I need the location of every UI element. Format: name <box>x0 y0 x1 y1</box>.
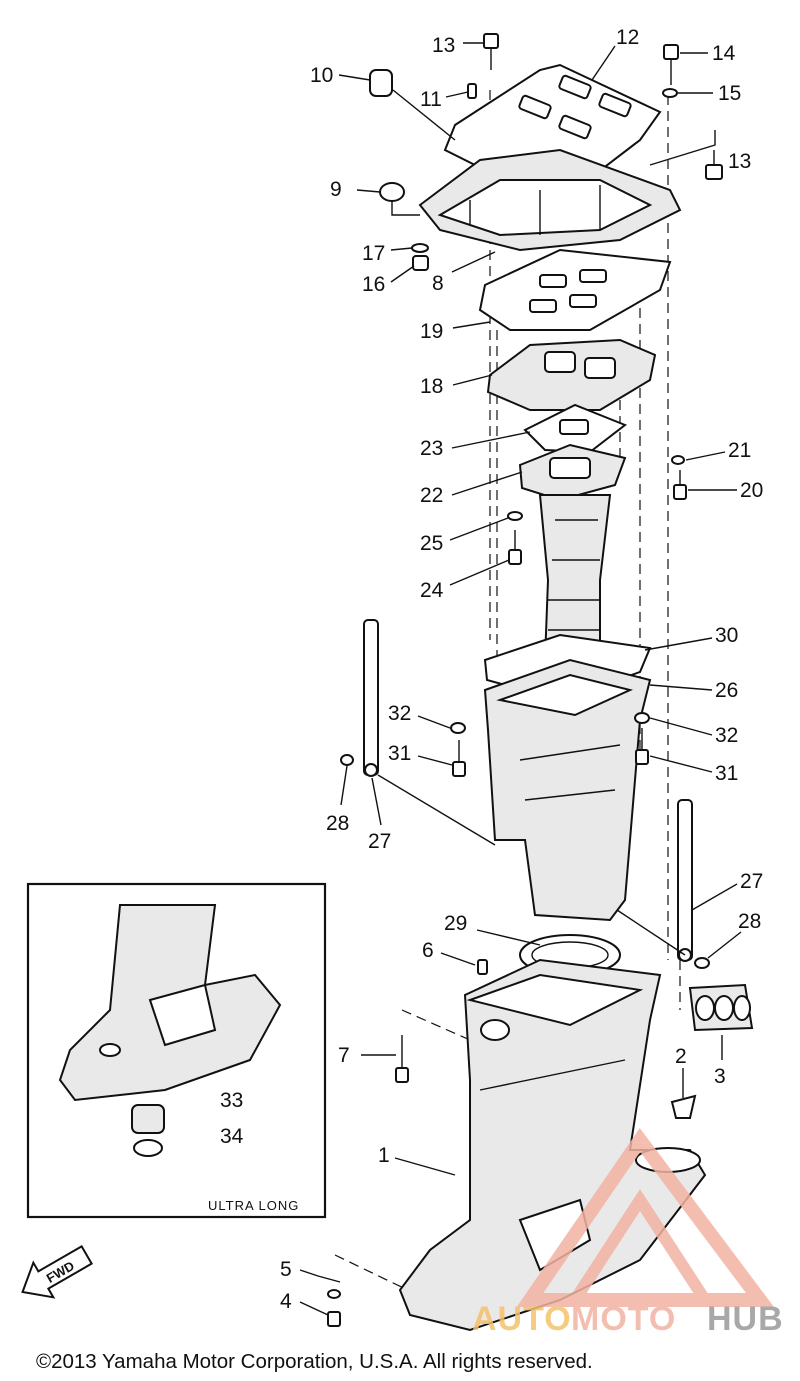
callout-1: 1 <box>378 1144 390 1167</box>
callout-13-top: 13 <box>432 34 455 57</box>
callout-22: 22 <box>420 484 443 507</box>
callout-6: 6 <box>422 939 434 962</box>
callout-12: 12 <box>616 26 639 49</box>
callout-33: 33 <box>220 1089 243 1112</box>
callout-13-right: 13 <box>728 150 751 173</box>
callout-19: 19 <box>420 320 443 343</box>
automotohub-watermark: AUTO MOTO HUB <box>472 1128 784 1338</box>
callout-31-right: 31 <box>715 762 738 785</box>
exhaust-plate-22 <box>518 443 627 502</box>
callout-17: 17 <box>362 242 385 265</box>
callout-4: 4 <box>280 1290 292 1313</box>
callout-27-right: 27 <box>740 870 763 893</box>
callout-34: 34 <box>220 1125 244 1148</box>
damper-strip-27-right <box>677 799 693 962</box>
callout-32-right: 32 <box>715 724 738 747</box>
callout-2: 2 <box>675 1045 687 1068</box>
water-inlet-cover-3 <box>688 983 754 1032</box>
callout-16: 16 <box>362 273 385 296</box>
damper-strip-27-left <box>363 619 379 777</box>
watermark-hub: HUB <box>707 1300 784 1338</box>
callout-3: 3 <box>714 1065 726 1088</box>
callout-29: 29 <box>444 912 467 935</box>
callout-5: 5 <box>280 1258 292 1281</box>
callout-30: 30 <box>715 624 738 647</box>
ultra-long-inset: ULTRA LONG <box>26 882 327 1219</box>
callout-27-left: 27 <box>368 830 391 853</box>
callout-26: 26 <box>715 679 738 702</box>
callout-32-left: 32 <box>388 702 411 725</box>
callout-15: 15 <box>718 82 741 105</box>
lower-case-1 <box>398 958 707 1332</box>
inset-label: ULTRA LONG <box>208 1198 299 1213</box>
callout-10: 10 <box>310 64 333 87</box>
callout-24: 24 <box>420 579 444 602</box>
callout-labels: 13 12 14 10 11 15 13 9 17 16 8 19 18 23 … <box>220 26 763 1313</box>
hardware-parts <box>317 33 723 1327</box>
callout-7: 7 <box>338 1044 350 1067</box>
callout-14: 14 <box>712 42 736 65</box>
watermark-auto: AUTO <box>472 1300 572 1338</box>
upper-case-26 <box>483 658 652 922</box>
callout-9: 9 <box>330 178 342 201</box>
exhaust-pipe <box>538 494 612 661</box>
callout-21: 21 <box>728 439 751 462</box>
exhaust-guide-18 <box>486 338 657 411</box>
callout-20: 20 <box>740 479 763 502</box>
callout-28-left: 28 <box>326 812 349 835</box>
leader-lines <box>169 42 742 1316</box>
gasket-23 <box>523 403 627 454</box>
watermark-moto: MOTO <box>571 1300 676 1338</box>
callout-11: 11 <box>420 88 442 111</box>
gasket-19 <box>478 248 672 331</box>
upper-casing-8 <box>418 148 682 252</box>
callout-8: 8 <box>432 272 444 295</box>
callout-31-left: 31 <box>388 742 411 765</box>
fwd-direction-arrow: FWD <box>21 1244 94 1299</box>
copyright-notice: ©2013 Yamaha Motor Corporation, U.S.A. A… <box>36 1350 593 1373</box>
callout-18: 18 <box>420 375 443 398</box>
callout-23: 23 <box>420 437 443 460</box>
callout-28-right: 28 <box>738 910 761 933</box>
callout-25: 25 <box>420 532 443 555</box>
